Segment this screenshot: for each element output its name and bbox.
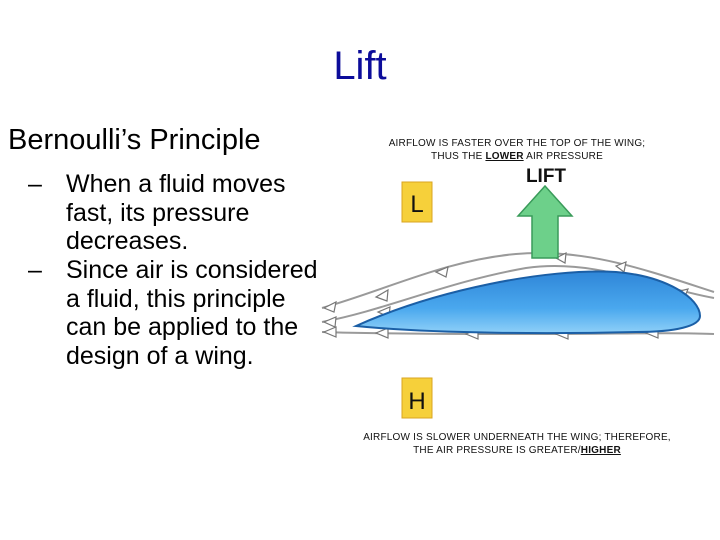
caption-pre: THE AIR PRESSURE IS GREATER/: [413, 445, 581, 456]
sub-bullet-text: Since air is considered a fluid, this pr…: [66, 256, 318, 370]
caption-post: AIR PRESSURE: [523, 151, 603, 162]
airfoil-wing: [352, 270, 702, 335]
slide-title: Lift: [333, 44, 387, 88]
wing-airflow-diagram: LIFT L H: [321, 166, 715, 419]
caption-emphasis: HIGHER: [580, 445, 621, 456]
top-caption: AIRFLOW IS FASTER OVER THE TOP OF THE WI…: [316, 137, 718, 163]
low-pressure-label: L: [410, 191, 423, 218]
sub-bullet-text: When a fluid moves fast, its pressure de…: [66, 170, 286, 255]
bottom-caption-line1: AIRFLOW IS SLOWER UNDERNEATH THE WING; T…: [363, 432, 671, 443]
bullet-dash: –: [28, 256, 42, 284]
sub-bullet-1: – When a fluid moves fast, its pressure …: [28, 170, 326, 256]
lift-arrow: [516, 184, 574, 259]
sub-bullet-2: – Since air is considered a fluid, this …: [28, 256, 326, 370]
top-caption-line2: THUS THE LOWER AIR PRESSURE: [316, 150, 718, 163]
caption-pre: THUS THE: [431, 151, 486, 162]
bottom-caption: AIRFLOW IS SLOWER UNDERNEATH THE WING; T…: [316, 431, 718, 457]
caption-emphasis: LOWER: [485, 151, 524, 162]
main-bullet: Bernoulli’s Principle: [8, 124, 261, 156]
high-pressure-label: H: [408, 388, 425, 415]
bullet-dash: –: [28, 170, 42, 198]
high-pressure-box: [401, 377, 433, 419]
top-caption-line1: AIRFLOW IS FASTER OVER THE TOP OF THE WI…: [388, 138, 646, 149]
lift-label: LIFT: [526, 166, 566, 187]
bottom-caption-line2: THE AIR PRESSURE IS GREATER/HIGHER: [316, 444, 718, 457]
low-pressure-box: [401, 181, 433, 223]
airflow-line-top-outer: [321, 252, 715, 309]
